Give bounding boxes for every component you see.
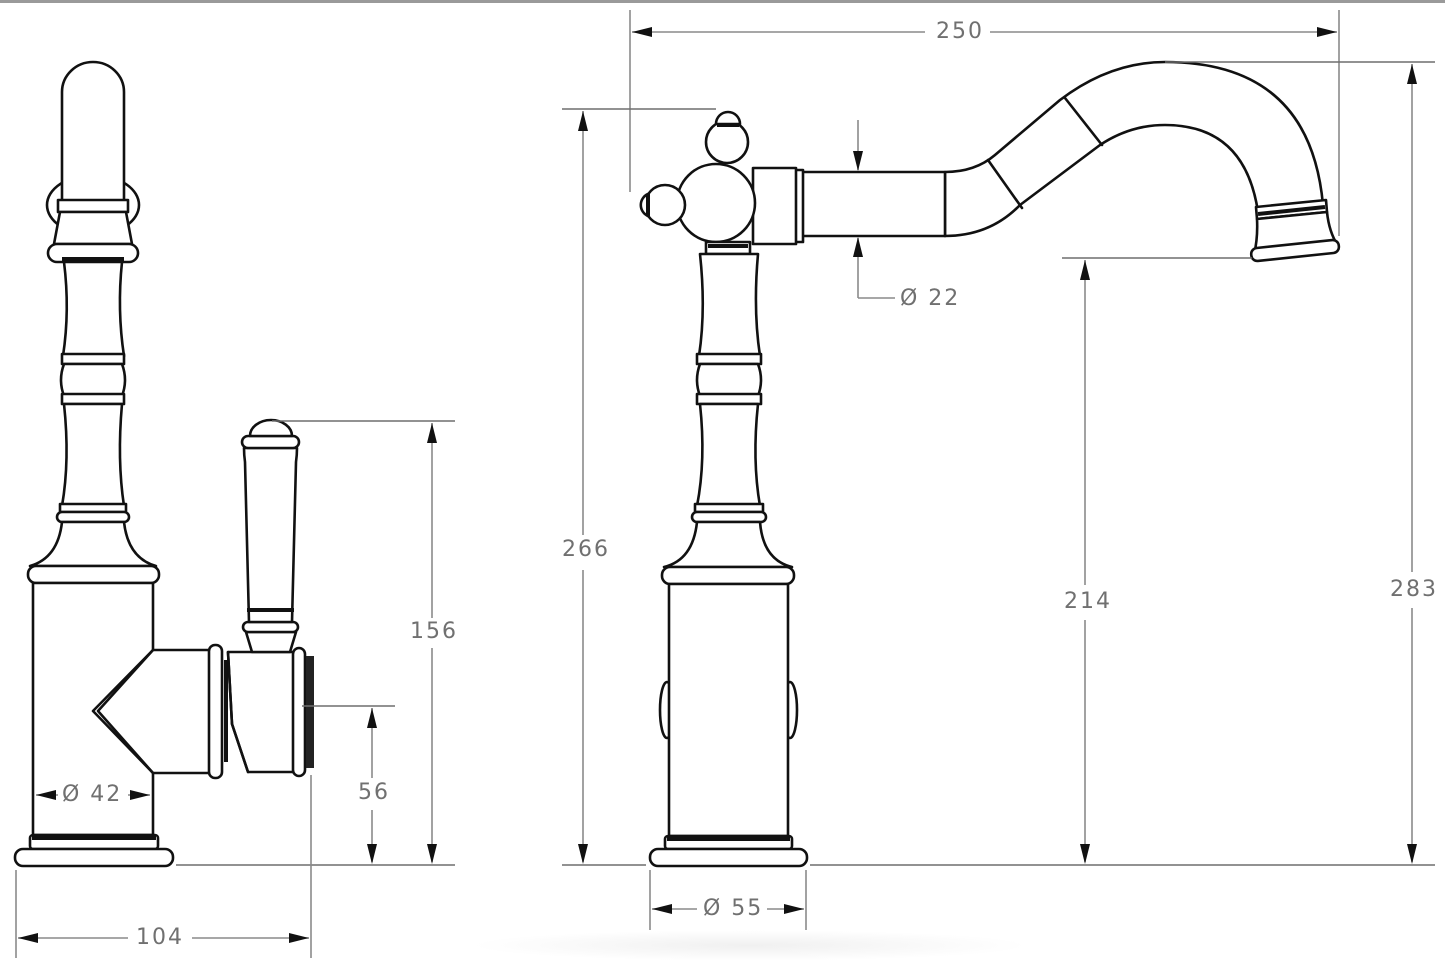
dimension-base-diameter: Ø 55 — [699, 897, 768, 921]
dimension-outlet-height: 56 — [354, 781, 394, 805]
front-view-dimensions — [562, 10, 1435, 930]
dimension-handle-height: 156 — [406, 620, 462, 644]
dimension-overall-depth: 104 — [132, 926, 188, 950]
dimension-overall-height: 283 — [1386, 578, 1442, 602]
side-view — [13, 60, 314, 868]
dimension-handle-top-height: 266 — [558, 538, 614, 562]
dimension-body-diameter: Ø 42 — [58, 783, 127, 807]
dimension-spout-outlet-height: 214 — [1060, 590, 1116, 614]
front-view — [639, 60, 1341, 868]
bottom-shadow — [470, 930, 1030, 961]
side-view-dimensions — [15, 420, 455, 958]
top-border — [0, 0, 1445, 3]
dimension-spout-diameter: Ø 22 — [896, 287, 965, 311]
dimension-spout-reach: 250 — [932, 20, 988, 44]
